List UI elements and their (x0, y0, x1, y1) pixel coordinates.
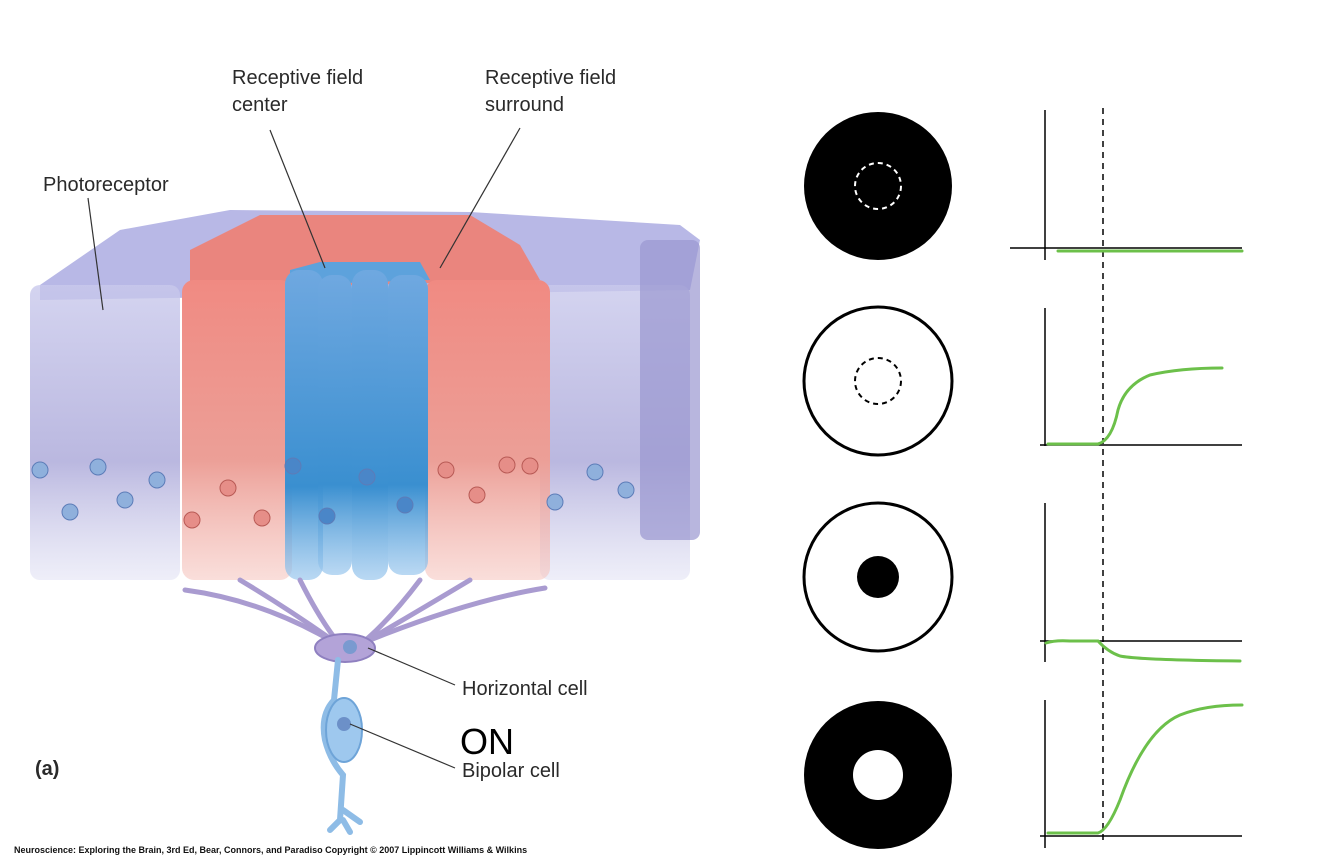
photoreceptor-label: Photoreceptor (43, 174, 169, 196)
on-label: ON (460, 721, 514, 762)
center-photoreceptors (285, 270, 428, 580)
receptive-field-center-label: Receptive field center (232, 65, 363, 119)
copyright-credit: Neuroscience: Exploring the Brain, 3rd E… (14, 845, 528, 855)
horizontal-cell-label: Horizontal cell (462, 678, 588, 700)
leader-lines (87, 127, 521, 769)
surround-label-line1: Receptive field (485, 67, 617, 89)
photoreceptor-layer-back (40, 210, 700, 300)
surround-photoreceptors (182, 280, 550, 580)
bipolar-cell (320, 657, 363, 835)
stimulus-3 (802, 501, 954, 653)
center-label-line2: center (232, 94, 288, 116)
surround-label-line2: surround (485, 94, 564, 116)
receptive-field-surround-label: Receptive field surround (485, 65, 616, 119)
stimulus-1 (804, 112, 952, 260)
center-label-line1: Receptive field (232, 67, 364, 89)
stimulus-4 (804, 701, 952, 849)
cell-nuclei (31, 456, 635, 529)
horizontal-cell (182, 577, 548, 663)
response-plots (1010, 108, 1242, 848)
panel-label: (a) (35, 758, 60, 780)
response-traces (1044, 249, 1244, 835)
stimulus-2 (802, 305, 954, 457)
bipolar-cell-label: Bipolar cell (462, 760, 560, 782)
